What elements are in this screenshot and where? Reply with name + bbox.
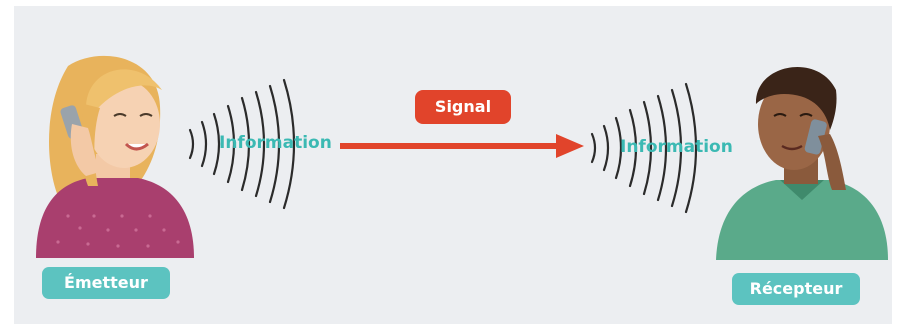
- sender-information-label: Information: [219, 133, 332, 153]
- signal-arrow-icon: [340, 134, 584, 158]
- sender-badge: Émetteur: [42, 267, 170, 299]
- receiver-illustration: [714, 50, 890, 260]
- sender-illustration: [28, 46, 198, 258]
- signal-badge: Signal: [415, 90, 511, 124]
- receiver-information-label: Information: [620, 137, 733, 157]
- receiver-wave-icon: [590, 82, 698, 214]
- receiver-badge: Récepteur: [732, 273, 860, 305]
- sender-wave-icon: [188, 78, 296, 210]
